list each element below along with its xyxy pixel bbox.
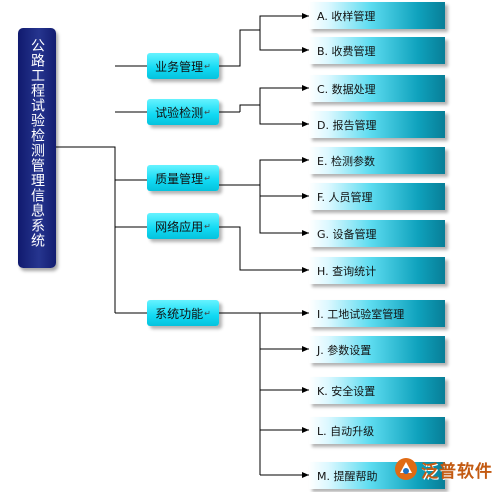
category-node: 业务管理↵	[147, 53, 219, 79]
return-mark: ↵	[204, 173, 211, 183]
arrowhead	[302, 157, 309, 163]
arrowhead	[302, 427, 309, 433]
arrowhead	[302, 346, 309, 352]
leaf-node: C. 数据处理	[309, 75, 445, 102]
brand-logo-icon	[395, 458, 417, 480]
cat-5-branch	[219, 312, 309, 476]
leaf-label: M. 提醒帮助	[317, 469, 378, 483]
root-connector	[56, 146, 116, 313]
leaf-node: F. 人员管理	[309, 183, 445, 210]
leaf-label: L. 自动升级	[317, 424, 375, 438]
return-mark: ↵	[204, 107, 211, 117]
leaf-node: K. 安全设置	[309, 377, 445, 404]
category-label: 质量管理	[155, 171, 204, 186]
leaf-node: L. 自动升级	[309, 417, 445, 444]
cat-1-branch	[219, 15, 309, 67]
arrowhead	[302, 230, 309, 236]
arrowhead	[302, 267, 309, 273]
leaf-label: I. 工地试验室管理	[317, 307, 405, 321]
arrowhead	[302, 193, 309, 199]
cat-2-branch	[219, 87, 309, 125]
arrowhead	[302, 387, 309, 393]
leaf-label: H. 查询统计	[317, 264, 377, 278]
arrowhead	[302, 13, 309, 19]
arrowhead	[302, 85, 309, 91]
watermark-logo: 泛普软件	[394, 454, 494, 484]
arrowhead	[302, 310, 309, 316]
category-label: 业务管理	[155, 59, 204, 74]
leaf-node: J. 参数设置	[309, 336, 445, 363]
leaf-node: D. 报告管理	[309, 111, 445, 138]
category-node: 网络应用↵	[147, 213, 219, 239]
leaf-label: B. 收费管理	[317, 44, 376, 58]
cat-4-branch	[219, 226, 309, 271]
leaf-label: G. 设备管理	[317, 227, 377, 241]
leaf-label: K. 安全设置	[317, 384, 376, 398]
leaf-node: E. 检测参数	[309, 147, 445, 174]
arrowhead	[302, 121, 309, 127]
leaf-node: B. 收费管理	[309, 37, 445, 64]
leaf-label: D. 报告管理	[317, 118, 377, 132]
leaf-node: H. 查询统计	[309, 257, 445, 284]
watermark-brand: 泛普软件	[421, 461, 493, 482]
leaf-label: E. 检测参数	[317, 154, 375, 168]
leaf-node: M. 提醒帮助	[309, 462, 445, 489]
root-label: 公路工程试验检测管理信息系统	[29, 38, 45, 248]
root-node: 公路工程试验检测管理信息系统	[18, 28, 56, 268]
category-node: 质量管理↵	[147, 165, 219, 191]
leaf-label: J. 参数设置	[317, 343, 372, 357]
leaf-label: F. 人员管理	[317, 190, 373, 204]
arrowhead	[302, 47, 309, 53]
leaf-node: G. 设备管理	[309, 220, 445, 247]
leaf-node: I. 工地试验室管理	[309, 300, 445, 327]
category-label: 试验检测	[155, 105, 204, 120]
return-mark: ↵	[204, 221, 211, 231]
return-mark: ↵	[204, 61, 211, 71]
return-mark: ↵	[204, 308, 211, 318]
cat-3-branch	[219, 159, 309, 234]
leaf-label: A. 收样管理	[317, 9, 376, 23]
category-label: 系统功能	[155, 306, 204, 321]
category-node: 系统功能↵	[147, 300, 219, 326]
category-label: 网络应用	[155, 219, 204, 234]
arrowhead	[302, 472, 309, 478]
leaf-label: C. 数据处理	[317, 82, 376, 96]
category-node: 试验检测↵	[147, 99, 219, 125]
leaf-node: A. 收样管理	[309, 2, 445, 29]
